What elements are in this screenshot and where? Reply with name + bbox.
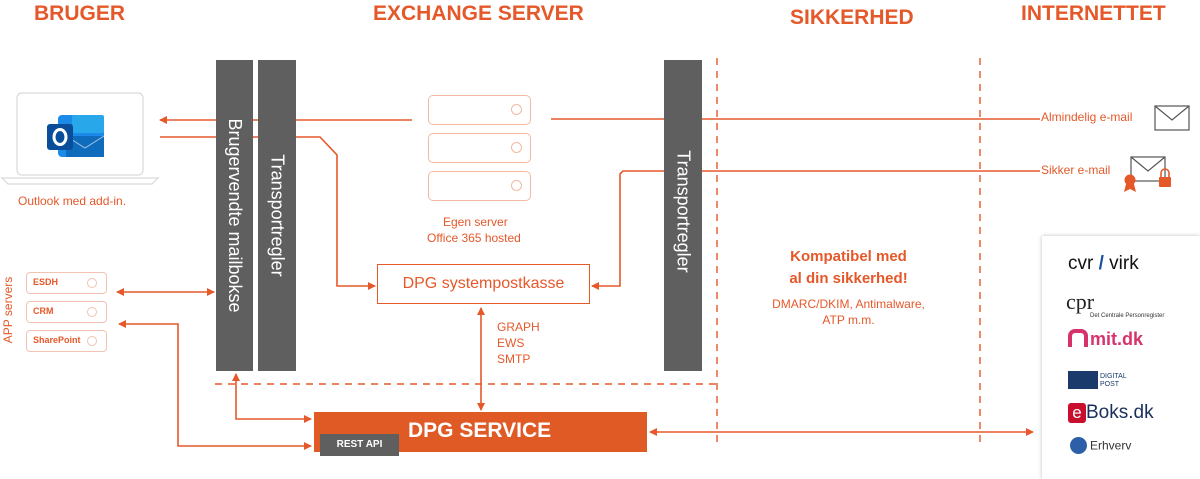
secure-mail-label: Sikker e-mail [1041,163,1111,177]
cvr-text: cvr [1068,253,1094,274]
status-dot-icon [87,336,97,346]
system-mailbox-box: DPG systempostkasse [377,264,590,304]
header-exchange-server: EXCHANGE SERVER [373,2,584,25]
rest-api-label: REST API [336,439,383,450]
app-server-sharepoint[interactable]: SharePoint [26,330,107,352]
erhverv-icon [1070,437,1087,454]
mitdk-logo: mit.dk [1068,329,1143,350]
transport-rules-right-bar: Transportregler [664,60,702,371]
status-dot-icon [87,278,97,288]
envelope-icon [1154,105,1190,131]
security-heading-line1: Kompatibel med [790,248,907,265]
erhverv-logo: Erhverv [1070,437,1131,454]
security-heading-line2: al din sikkerhed! [789,270,908,287]
security-detail-line1: DMARC/DKIM, Antimalware, [772,297,925,311]
dpg-service-title: DPG SERVICE [408,419,552,442]
mitdk-icon [1068,329,1088,347]
digital-post-text: DIGITAL POST [1100,373,1127,389]
app-server-label: CRM [33,306,54,316]
protocol-smtp: SMTP [497,352,531,366]
transport-rules-left-label: Transportregler [267,154,288,277]
rest-api-box: REST API [320,434,399,456]
digital-post-envelope-icon [1068,371,1098,389]
digital-post-logo [1068,371,1098,389]
arrow-apps-restapi [118,320,312,450]
app-server-esdh[interactable]: ESDH [26,272,107,294]
eboks-e-icon: e [1068,403,1086,423]
transport-rules-left-bar: Transportregler [258,60,296,371]
arrow-mailbox-service [232,373,312,423]
cpr-subtitle: Det Centrale Personregister [1090,313,1165,319]
mitdk-text: mit.dk [1090,329,1144,349]
security-detail-line2: ATP m.m. [822,313,875,327]
server-dot-icon [511,142,522,153]
protocol-ews: EWS [497,336,525,350]
system-mailbox-label: DPG systempostkasse [402,275,565,292]
divider-mark: / [1098,253,1104,274]
server-unit [428,171,531,201]
server-dot-icon [511,180,522,191]
transport-rules-right-label: Transportregler [673,150,694,273]
app-servers-label: APP servers [1,276,16,344]
public-services-panel: cvr / virk cpr Det Centrale Personregist… [1042,236,1200,479]
server-caption-line1: Egen server [443,215,508,229]
mailbox-bar: Brugervendte mailbokse [216,60,253,371]
server-unit [428,133,531,163]
server-caption-line2: Office 365 hosted [427,231,521,245]
header-sikkerhed: SIKKERHED [790,6,914,29]
cpr-logo: cpr [1066,289,1095,314]
app-server-label: ESDH [33,277,59,287]
virk-text: virk [1109,253,1139,274]
app-server-label: SharePoint [33,335,81,345]
header-bruger: BRUGER [34,2,126,25]
server-dot-icon [511,104,522,115]
erhverv-text: Erhverv [1090,438,1132,453]
app-server-crm[interactable]: CRM [26,301,107,323]
header-internettet: INTERNETTET [1021,2,1166,25]
digital-post-line1: DIGITAL [1100,373,1127,380]
mailbox-bar-label: Brugervendte mailbokse [225,118,245,313]
outlook-icon [47,115,105,157]
server-unit [428,95,531,125]
cvr-virk-logo: cvr / virk [1068,253,1139,275]
protocol-graph: GRAPH [497,320,540,334]
regular-mail-label: Almindelig e-mail [1041,110,1133,124]
outlook-caption: Outlook med add-in. [18,194,127,208]
eboks-text: Boks.dk [1086,402,1154,423]
status-dot-icon [87,307,97,317]
arrow-secure-to-systembox [591,170,1040,290]
digital-post-line2: POST [1100,381,1120,388]
secure-envelope-icon [1124,156,1171,192]
